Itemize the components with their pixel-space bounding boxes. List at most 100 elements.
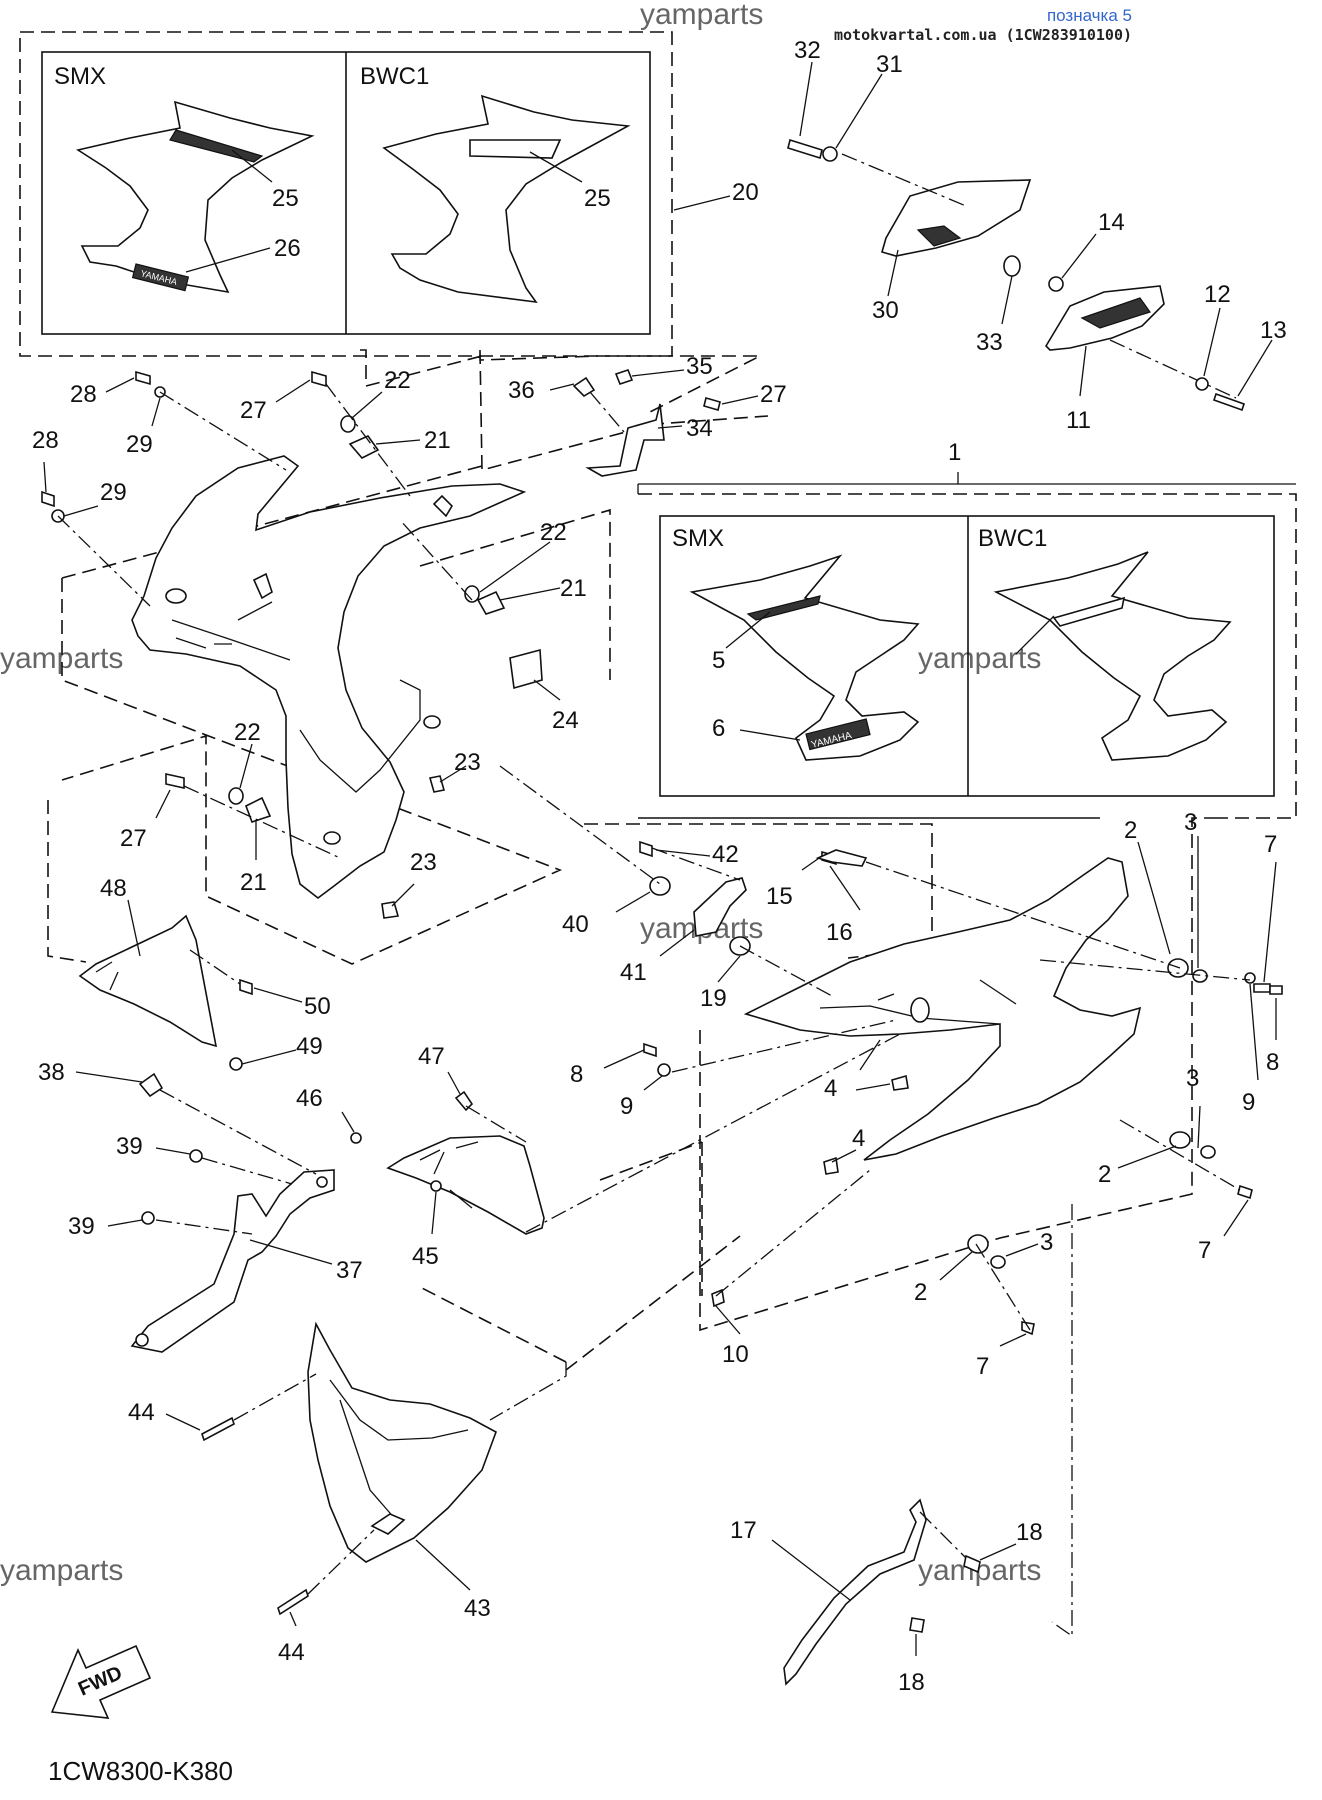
part-28 xyxy=(135,370,151,386)
callout-37: 37 xyxy=(336,1257,363,1284)
callout-36: 36 xyxy=(508,377,535,404)
cover-45-group: 46 47 45 xyxy=(296,1033,901,1270)
callout-2: 2 xyxy=(914,1279,927,1306)
callout-25: 25 xyxy=(272,185,299,212)
callout-29: 29 xyxy=(100,479,127,506)
callout-44: 44 xyxy=(128,1399,155,1426)
callout-30: 30 xyxy=(872,297,899,324)
part-21 xyxy=(244,796,272,824)
part-44 xyxy=(277,1588,309,1616)
part-22 xyxy=(228,787,244,805)
part-2 xyxy=(967,1234,989,1254)
part-37-hole xyxy=(316,1176,328,1188)
stripe-5-smx xyxy=(746,595,821,621)
lower-cowl-group: 2 3 7 8 9 3 2 7 3 2 7 4 4 8 9 10 15 16 xyxy=(570,809,1283,1380)
callout-4: 4 xyxy=(852,1125,865,1152)
inset-1-box xyxy=(659,515,1275,797)
part-4 xyxy=(823,1156,839,1175)
callout-3: 3 xyxy=(1184,809,1197,836)
part-40 xyxy=(649,876,671,896)
callout-32: 32 xyxy=(794,37,821,64)
part-39 xyxy=(189,1149,203,1163)
part-3 xyxy=(1200,1145,1216,1159)
callout-29: 29 xyxy=(126,431,153,458)
inset-1-variant-right: BWC1 xyxy=(978,525,1047,552)
part-27 xyxy=(703,397,721,411)
cowl-tab xyxy=(432,494,454,518)
callout-5: 5 xyxy=(712,647,725,674)
upper-cowl xyxy=(131,455,527,900)
callout-20: 20 xyxy=(732,179,759,206)
stripe-25-smx xyxy=(169,129,264,163)
decal-26-smx xyxy=(131,263,190,292)
part-45 xyxy=(386,1135,545,1235)
side-cover-bwc1-inset-1 xyxy=(993,551,1232,761)
callout-22: 22 xyxy=(384,367,411,394)
part-47 xyxy=(454,1090,474,1112)
part-41 xyxy=(693,877,747,937)
part-7 xyxy=(1253,983,1271,993)
part-32 xyxy=(787,138,823,160)
callout-24: 24 xyxy=(552,707,579,734)
callout-17: 17 xyxy=(730,1517,757,1544)
callout-49: 49 xyxy=(296,1033,323,1060)
part-27 xyxy=(311,370,327,388)
part-49 xyxy=(229,1057,243,1071)
watermark: yamparts xyxy=(918,1554,1041,1587)
callout-33: 33 xyxy=(976,329,1003,356)
callout-39: 39 xyxy=(68,1213,95,1240)
callout-25: 25 xyxy=(584,185,611,212)
callout-34: 34 xyxy=(686,415,713,442)
decal-6-smx xyxy=(805,718,871,751)
callout-27: 27 xyxy=(240,397,267,424)
part-3 xyxy=(1192,969,1208,983)
stripe-25-bwc1 xyxy=(469,139,562,159)
fwd-arrow: FWD xyxy=(50,1644,152,1719)
part-8 xyxy=(643,1042,657,1058)
part-27 xyxy=(165,773,185,789)
part-4 xyxy=(891,1074,909,1091)
part-34 xyxy=(585,403,665,477)
callout-48: 48 xyxy=(100,875,127,902)
callout-22: 22 xyxy=(234,719,261,746)
cowl-hole xyxy=(423,715,441,729)
bracket-34-group: 36 35 34 27 xyxy=(508,353,787,477)
callout-23: 23 xyxy=(410,849,437,876)
callout-31: 31 xyxy=(876,51,903,78)
part-33 xyxy=(1003,255,1021,277)
callout-21: 21 xyxy=(424,427,451,454)
inset-20-variant-right: BWC1 xyxy=(360,63,429,90)
callout-19: 19 xyxy=(700,985,727,1012)
part-46 xyxy=(350,1132,362,1144)
watermark: yamparts xyxy=(0,1554,123,1587)
part-30 xyxy=(881,179,1032,257)
diagram-code: 1CW8300-K380 xyxy=(48,1756,233,1786)
inset-1-group: SMX BWC1 YAMAHA 5 6 1 xyxy=(637,439,1297,819)
callout-9: 9 xyxy=(1242,1089,1255,1116)
callout-27: 27 xyxy=(760,381,787,408)
callout-47: 47 xyxy=(418,1043,445,1070)
part-10 xyxy=(711,1288,725,1308)
callout-4: 4 xyxy=(824,1075,837,1102)
part-44 xyxy=(201,1416,235,1442)
callout-21: 21 xyxy=(560,575,587,602)
callout-45: 45 xyxy=(412,1243,439,1270)
callout-9: 9 xyxy=(620,1093,633,1120)
callout-43: 43 xyxy=(464,1595,491,1622)
part-23 xyxy=(381,901,400,919)
part-18 xyxy=(963,1554,981,1574)
part-14 xyxy=(1048,276,1064,292)
header-site-line: motokvartal.com.ua (1CW283910100) xyxy=(833,26,1132,44)
lower-side-cowl xyxy=(743,857,1142,1161)
watermark: yamparts xyxy=(640,0,763,31)
callout-26: 26 xyxy=(274,235,301,262)
part-13 xyxy=(1212,392,1246,412)
callout-21: 21 xyxy=(240,869,267,896)
callout-28: 28 xyxy=(32,427,59,454)
callout-6: 6 xyxy=(712,715,725,742)
cowl-hole xyxy=(323,831,341,845)
inset-1-variant-left: SMX xyxy=(672,525,724,552)
callout-15: 15 xyxy=(766,883,793,910)
callout-8: 8 xyxy=(1266,1049,1279,1076)
part-22 xyxy=(464,585,480,603)
